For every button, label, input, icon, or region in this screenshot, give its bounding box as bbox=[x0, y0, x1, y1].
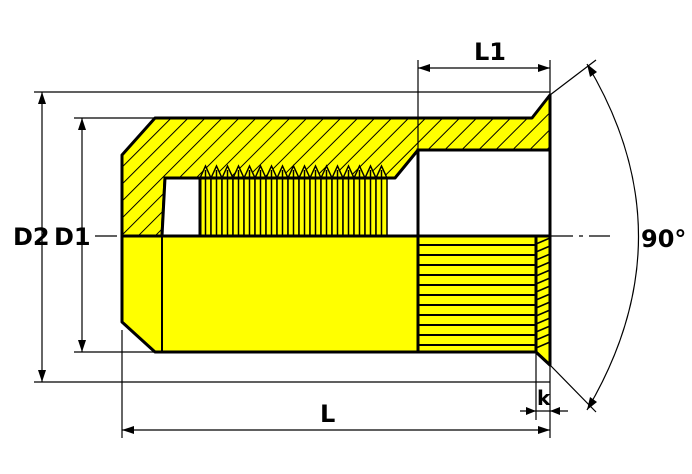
k-arrow-right bbox=[550, 407, 560, 415]
d1-arrow-bottom bbox=[78, 340, 86, 352]
d1-label: D1 bbox=[54, 223, 91, 251]
flange-rib bbox=[535, 253, 551, 261]
flange-rib bbox=[535, 309, 551, 317]
d2-arrow-bottom bbox=[38, 370, 46, 382]
knurled-section bbox=[416, 234, 538, 354]
flange-rib bbox=[535, 261, 551, 269]
flange-rib bbox=[535, 317, 551, 325]
bore-entry bbox=[160, 176, 202, 238]
flange-rib bbox=[535, 245, 551, 253]
thread-teeth bbox=[199, 164, 388, 237]
flange-rib bbox=[535, 325, 551, 333]
k-label: k bbox=[537, 386, 551, 410]
angle-ext-bottom bbox=[549, 364, 597, 413]
flange-rib bbox=[535, 269, 551, 277]
l-arrow-left bbox=[122, 426, 134, 434]
angle-arrow-bottom bbox=[587, 397, 597, 410]
flange-rib bbox=[535, 341, 551, 349]
flange-rib bbox=[535, 333, 551, 341]
d2-label: D2 bbox=[13, 223, 50, 251]
angle-label: 90° bbox=[641, 225, 686, 253]
flange-rib bbox=[535, 301, 551, 309]
flange-ribs bbox=[535, 237, 551, 349]
d1-arrow-top bbox=[78, 118, 86, 130]
flange-rib bbox=[535, 277, 551, 285]
angle-ext-top bbox=[549, 59, 597, 96]
l-arrow-right bbox=[538, 426, 550, 434]
l-label: L bbox=[320, 400, 335, 428]
angle-arrow-top bbox=[587, 64, 597, 77]
bore-upper bbox=[416, 148, 552, 238]
flange-rib bbox=[535, 285, 551, 293]
body-exterior-lower bbox=[120, 234, 420, 354]
flange-rib bbox=[535, 293, 551, 301]
l1-arrow-right bbox=[538, 64, 550, 72]
l1-label: L1 bbox=[474, 38, 506, 66]
d2-arrow-top bbox=[38, 92, 46, 104]
l1-arrow-left bbox=[418, 64, 430, 72]
angle-arc bbox=[586, 63, 640, 411]
k-arrow-left bbox=[526, 407, 536, 415]
flange-rib bbox=[535, 237, 551, 245]
